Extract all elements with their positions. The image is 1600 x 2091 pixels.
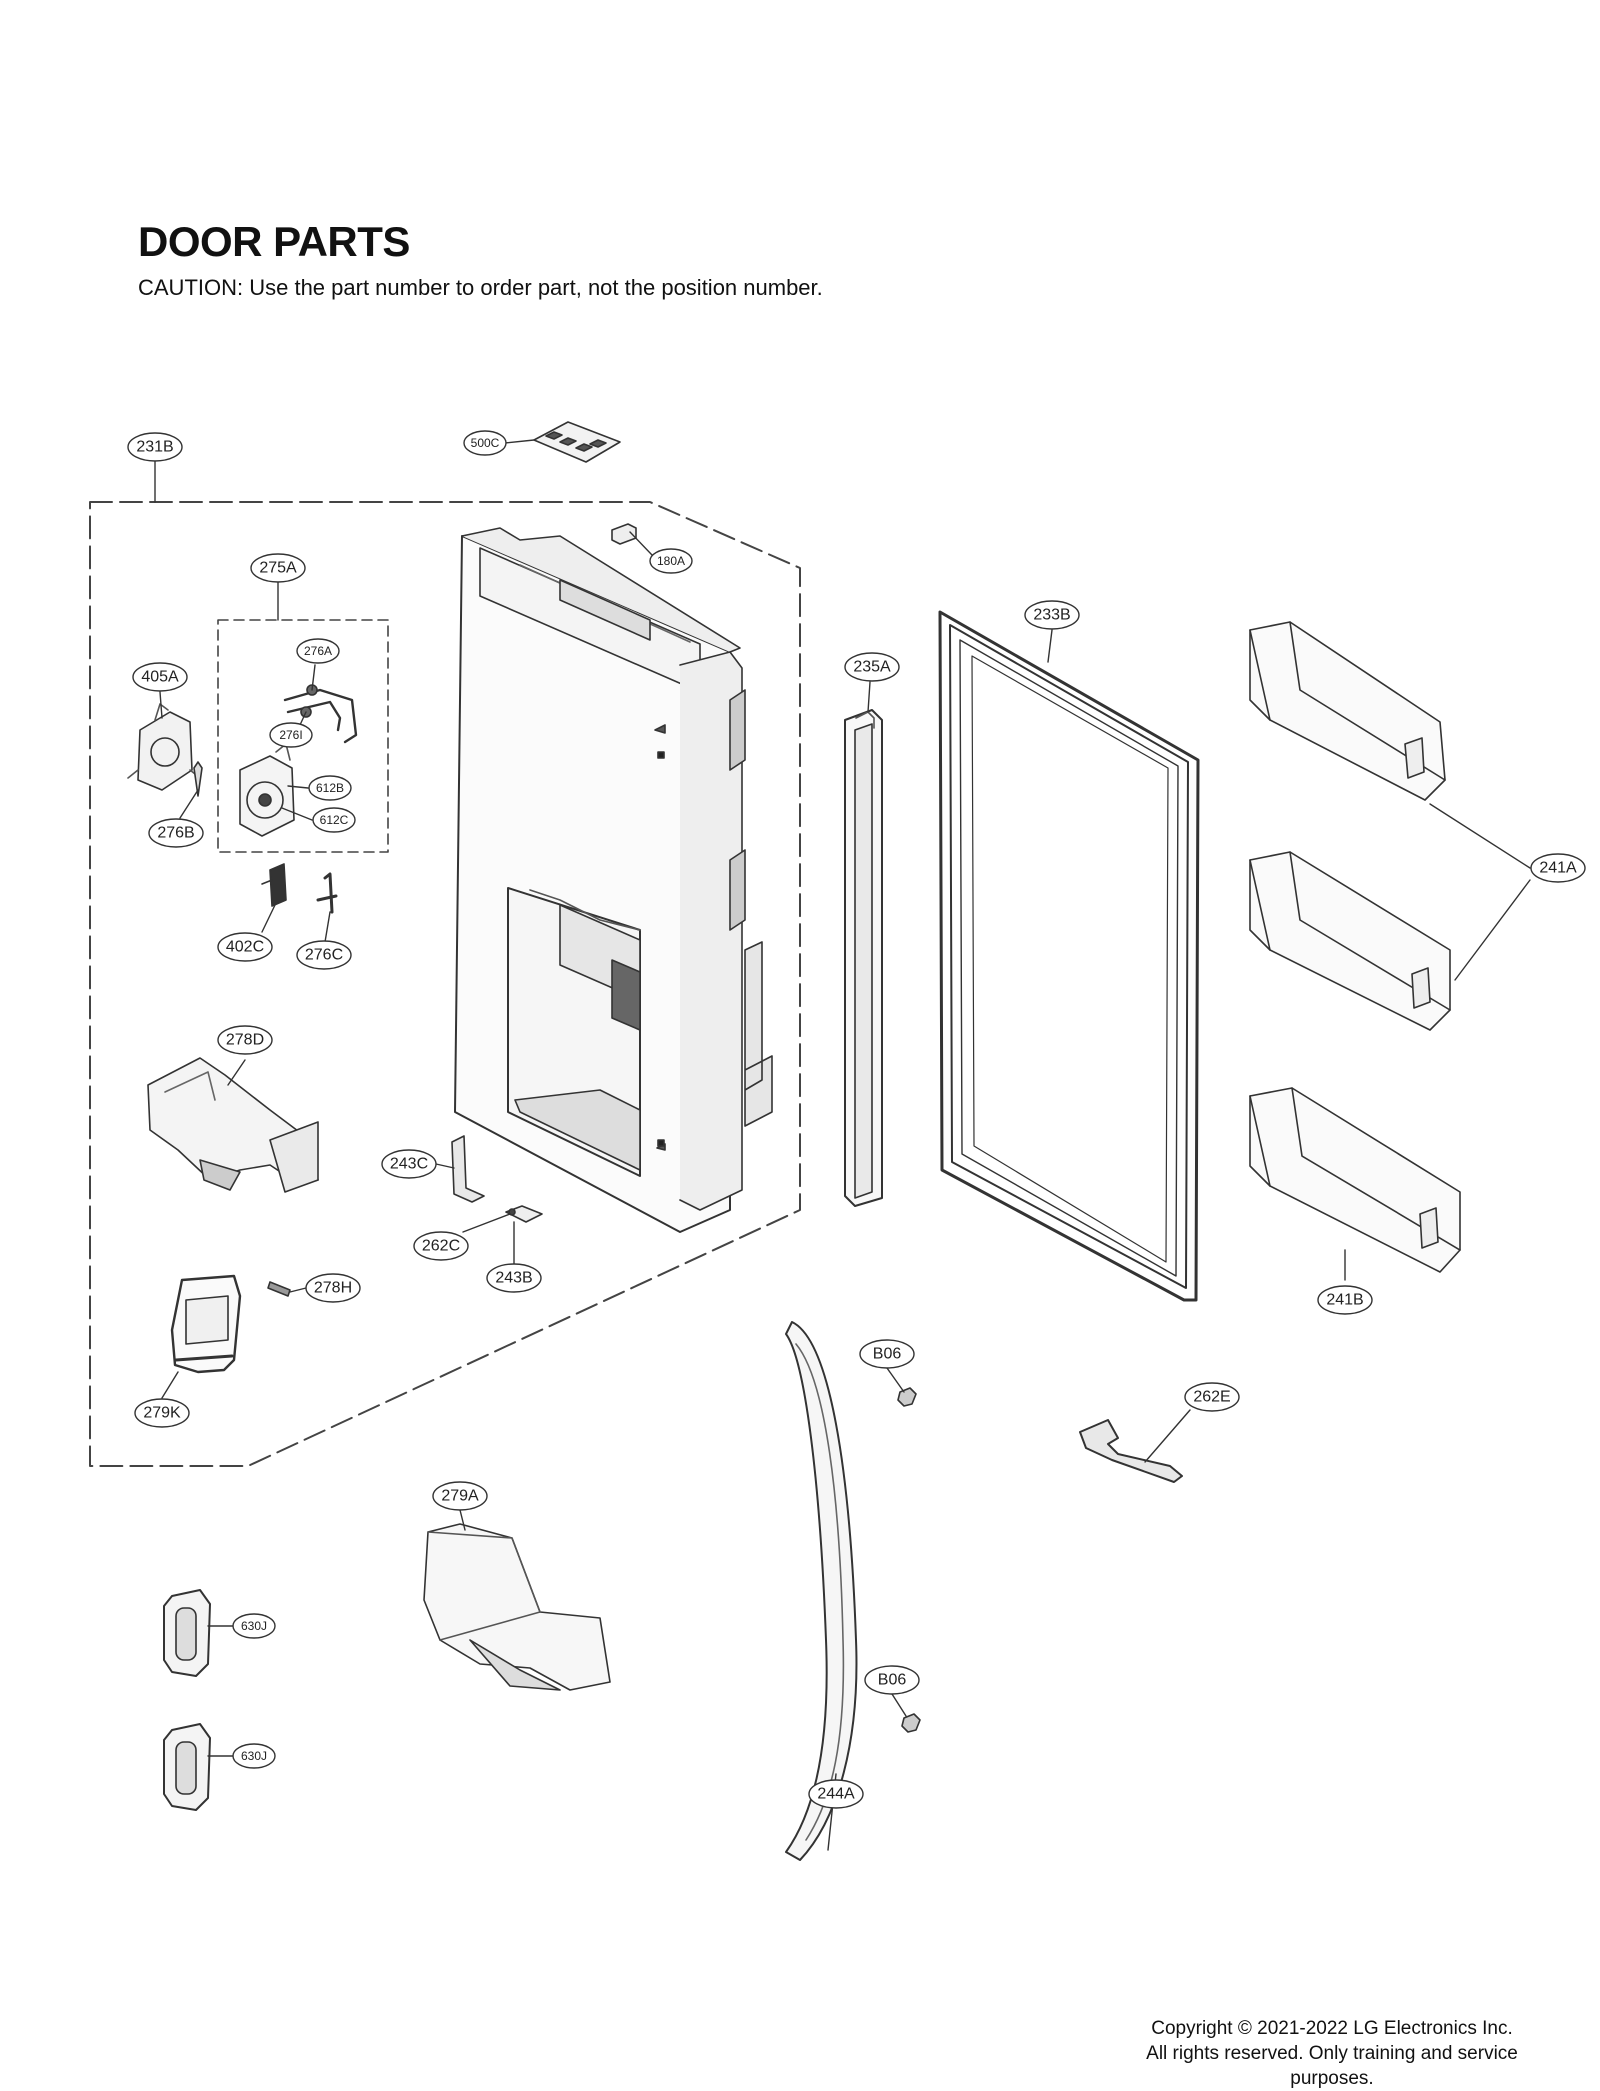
bin-241b-drawing <box>1249 1087 1461 1273</box>
callout-B06-upper: B06 <box>873 1346 902 1363</box>
callout-630J-lower: 630J <box>241 1749 267 1763</box>
callout-402C: 402C <box>226 939 264 956</box>
screw-278h-drawing <box>267 1281 291 1297</box>
callout-labels: 231B 500C 180A 275A 276A 276I 405A 612B … <box>136 436 1577 1803</box>
callout-405A: 405A <box>141 669 179 686</box>
cover-279k-drawing <box>170 1274 242 1374</box>
callout-612C: 612C <box>320 813 349 827</box>
bin-241a-middle-drawing <box>1249 851 1451 1031</box>
callout-231B: 231B <box>136 439 173 456</box>
clip-243b-drawing <box>505 1205 543 1223</box>
duct-278d-drawing <box>147 1057 319 1193</box>
screw-b06-lower-drawing <box>901 1713 921 1733</box>
bin-241a-upper-drawing <box>1249 621 1446 801</box>
handle-244a-drawing <box>785 1321 858 1861</box>
callout-612B: 612B <box>316 781 344 795</box>
page-title: DOOR PARTS <box>138 218 410 265</box>
callout-279A: 279A <box>441 1488 479 1505</box>
cap-630j-lower-drawing <box>163 1723 211 1811</box>
callout-279K: 279K <box>143 1405 181 1422</box>
callout-275A: 275A <box>259 560 297 577</box>
lever-276c-drawing <box>316 872 338 914</box>
switch-402c-drawing <box>261 863 287 907</box>
callout-278D: 278D <box>226 1032 264 1049</box>
callout-180A: 180A <box>657 554 685 568</box>
callout-243C: 243C <box>390 1156 428 1173</box>
caution-note: CAUTION: Use the part number to order pa… <box>138 275 823 300</box>
callout-276A: 276A <box>304 644 332 658</box>
cover-279a-drawing <box>423 1523 611 1691</box>
callout-262E: 262E <box>1193 1389 1230 1406</box>
copyright-line-1: Copyright © 2021-2022 LG Electronics Inc… <box>1151 2018 1513 2039</box>
callout-278H: 278H <box>314 1280 352 1297</box>
copyright-line-2: All rights reserved. Only training and s… <box>1146 2043 1518 2064</box>
motor-405a-drawing <box>127 703 201 791</box>
door-liner-drawing <box>454 527 773 1233</box>
assembly-231b-boundary <box>89 501 801 1467</box>
wrench-262e-drawing <box>1079 1419 1183 1483</box>
callout-233B: 233B <box>1033 607 1070 624</box>
cap-630j-upper-drawing <box>163 1589 211 1677</box>
callout-241A: 241A <box>1539 860 1577 877</box>
callout-262C: 262C <box>422 1238 460 1255</box>
callout-276I: 276I <box>279 728 302 742</box>
callout-630J-upper: 630J <box>241 1619 267 1633</box>
callout-244A: 244A <box>817 1786 855 1803</box>
callout-ellipses <box>127 430 1586 1809</box>
mullion-235a-drawing <box>844 709 883 1207</box>
screw-b06-upper-drawing <box>897 1387 917 1407</box>
copyright-line-3: purposes. <box>1290 2068 1374 2089</box>
copyright-notice: Copyright © 2021-2022 LG Electronics Inc… <box>1092 2016 1572 2091</box>
pcb-500c-drawing <box>533 421 621 463</box>
leader-lines <box>154 439 1531 1851</box>
spring-276b-drawing <box>193 761 203 797</box>
callout-243B: 243B <box>495 1270 532 1287</box>
wire-springs-276a-276i-drawing <box>283 684 358 744</box>
callout-241B: 241B <box>1326 1292 1363 1309</box>
bracket-243c-drawing <box>451 1135 485 1203</box>
callout-235A: 235A <box>853 659 891 676</box>
callout-B06-lower: B06 <box>878 1672 907 1689</box>
callout-276C: 276C <box>305 947 343 964</box>
gasket-233b-drawing <box>938 610 1200 1302</box>
subassembly-275a-boundary <box>217 619 389 853</box>
cam-612b-612c-drawing <box>239 743 295 837</box>
callout-276B: 276B <box>157 825 194 842</box>
callout-500C: 500C <box>471 436 500 450</box>
